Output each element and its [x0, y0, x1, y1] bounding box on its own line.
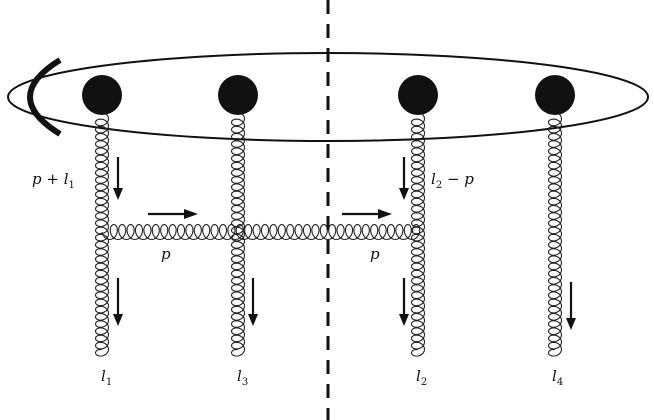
gluon-leg-l2 — [410, 111, 426, 357]
momentum-arrows — [113, 157, 576, 330]
arrow-down-lower-4 — [566, 282, 576, 330]
arrow-down-upper-right — [399, 157, 409, 200]
momentum-label-p-plus-l1: p + l1 — [32, 170, 75, 191]
arrow-down-lower-3 — [399, 278, 409, 326]
nucleon-blob-3 — [398, 75, 438, 115]
horizontal-gluon-rung — [101, 223, 421, 241]
nucleus-ellipse — [7, 52, 649, 142]
leg-label-l3: l3 — [237, 367, 249, 388]
nucleon-blob-4 — [535, 75, 575, 115]
gluon-rung-p — [101, 223, 421, 241]
gluon-leg-l3 — [230, 111, 246, 357]
leg-label-l2: l2 — [416, 367, 428, 388]
arrow-right-right-rung — [342, 209, 392, 219]
momentum-label-l2-minus-p: l2 − p — [431, 170, 474, 191]
leg-label-l1: l1 — [101, 367, 113, 388]
vertical-gluons — [94, 111, 563, 357]
arrow-right-left-rung — [148, 209, 198, 219]
momentum-label-p-left: p — [161, 245, 171, 263]
nucleus-ellipse-thick-edge — [27, 57, 62, 137]
arrow-down-upper-left — [113, 157, 123, 200]
momentum-label-p-right: p — [370, 245, 380, 263]
nucleon-blob-2 — [218, 75, 258, 115]
gluon-leg-l1 — [94, 111, 110, 357]
leg-label-l4: l4 — [552, 367, 564, 388]
arrow-down-lower-2 — [248, 278, 258, 326]
arrow-down-lower-1 — [113, 278, 123, 326]
nucleon-blob-1 — [82, 75, 122, 115]
gluon-leg-l4 — [547, 111, 563, 357]
